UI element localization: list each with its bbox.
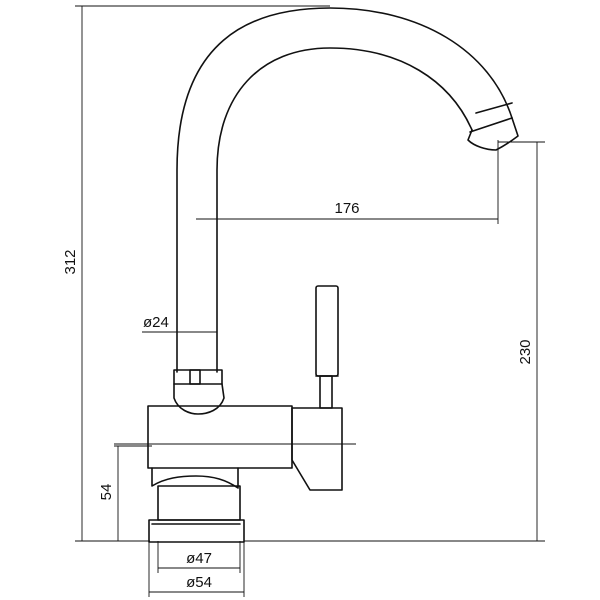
collar-notch [189,369,201,385]
lower-neck [151,467,239,489]
inner-diameter-label: ø47 [186,550,212,567]
dimension-spout-height: 230 [244,141,545,542]
dimension-spout-diameter: ø24 [142,314,217,333]
neck-block [157,485,241,521]
main-body [147,405,293,469]
overall-height-label: 312 [62,249,79,274]
dimension-base-height: 54 [98,445,152,541]
base-height-label: 54 [98,484,115,501]
spout-tip [469,117,513,133]
lever-stem [319,375,333,409]
spout-outer-edge [176,7,513,373]
faucet-outline [147,7,519,543]
spout-diameter-label: ø24 [143,314,169,331]
spout-inner-edge [216,47,473,373]
cartridge-housing [291,407,343,491]
spout-reach-label: 176 [334,200,359,217]
dimension-overall-height: 312 [62,5,330,542]
dimension-base-diameters: ø47 ø54 [148,541,245,597]
spout-height-label: 230 [517,339,534,364]
lever-handle [315,285,339,377]
aerator [467,117,519,151]
dimension-spout-reach: 176 [196,140,499,224]
collar-flare [173,383,225,415]
spout-collar [173,369,223,385]
base-ring [148,519,245,543]
outer-diameter-label: ø54 [186,574,212,591]
aerator-ring [475,102,513,114]
